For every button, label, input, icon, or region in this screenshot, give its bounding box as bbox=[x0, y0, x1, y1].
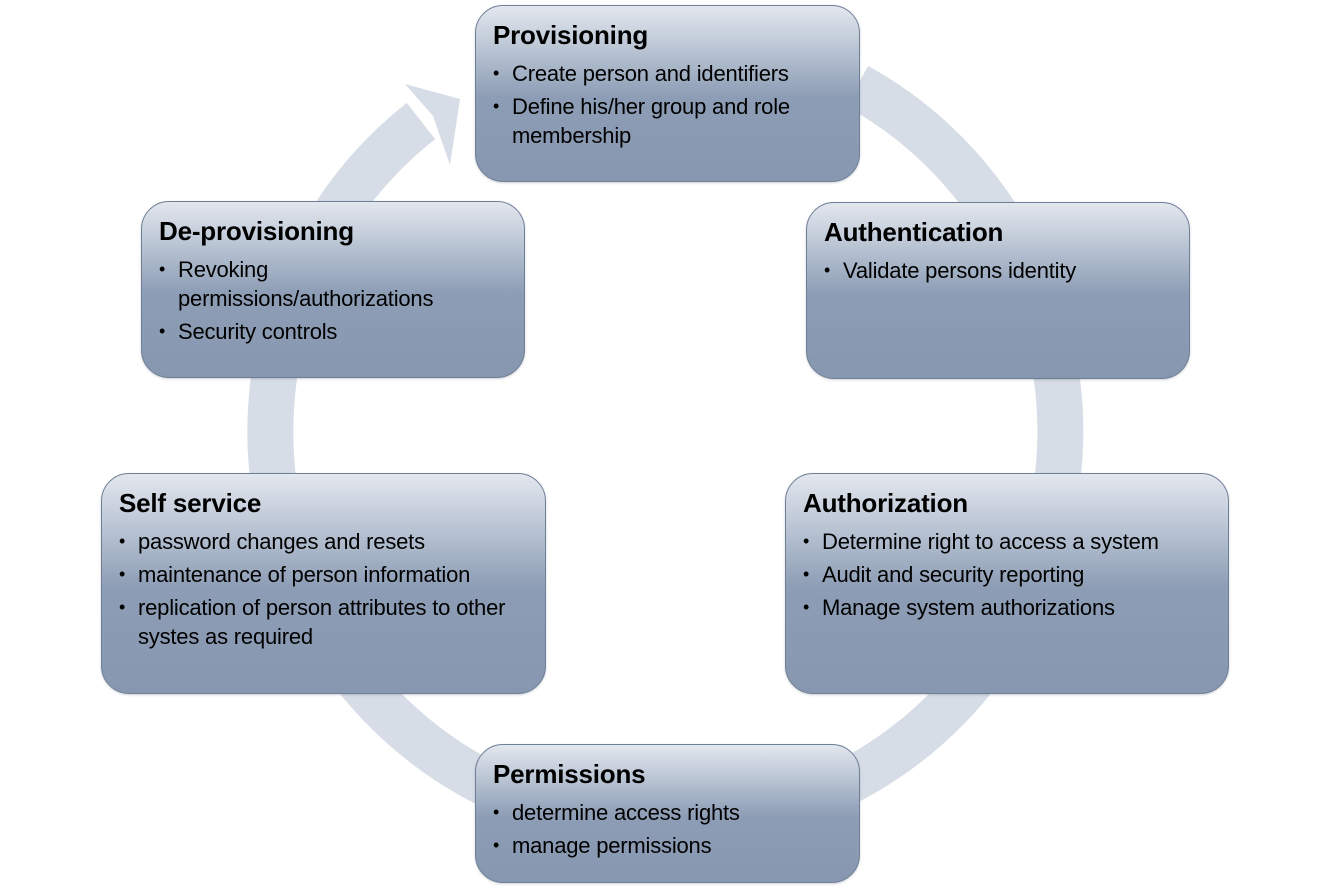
list-item: • Define his/her group and role membershi… bbox=[493, 92, 843, 150]
authentication-title: Authentication bbox=[824, 217, 1004, 247]
list-item: • Validate persons identity bbox=[824, 256, 1173, 285]
bullet-icon: • bbox=[493, 63, 500, 83]
authorization-box: Authorization • Determine right to access… bbox=[785, 473, 1229, 694]
list-item-text: Revoking permissions/authorizations bbox=[178, 257, 434, 311]
list-item-text: Determine right to access a system bbox=[822, 529, 1159, 554]
list-item: • maintenance of person information bbox=[119, 560, 529, 589]
provisioning-list: • Create person and identifiers • Define h… bbox=[493, 59, 843, 150]
bullet-icon: • bbox=[119, 597, 126, 617]
cycle-arc bbox=[247, 65, 1084, 850]
list-item-text: password changes and resets bbox=[138, 529, 425, 554]
self-service-list: • password changes and resets • maintenanc… bbox=[119, 527, 529, 651]
bullet-icon: • bbox=[803, 597, 810, 617]
bullet-icon: • bbox=[493, 835, 500, 855]
list-item: • password changes and resets bbox=[119, 527, 529, 556]
provisioning-title: Provisioning bbox=[493, 20, 649, 50]
self-service-title: Self service bbox=[119, 488, 262, 518]
authentication-box: Authentication • Validate persons identit… bbox=[806, 202, 1190, 379]
bullet-icon: • bbox=[159, 259, 166, 279]
list-item: • Revoking permissions/authorizations bbox=[159, 255, 508, 313]
list-item: • Create person and identifiers bbox=[493, 59, 843, 88]
authorization-list: • Determine right to access a system • Aud… bbox=[803, 527, 1212, 622]
list-item: • Security controls bbox=[159, 317, 508, 346]
bullet-icon: • bbox=[493, 802, 500, 822]
circular-arrow-icon bbox=[405, 84, 460, 165]
bullet-icon: • bbox=[803, 564, 810, 584]
list-item-text: manage permissions bbox=[512, 833, 712, 858]
list-item-text: replication of person attributes to othe… bbox=[138, 595, 506, 649]
list-item-text: Validate persons identity bbox=[843, 258, 1077, 283]
bullet-icon: • bbox=[119, 564, 126, 584]
permissions-list: • determine access rights • manage permiss… bbox=[493, 798, 843, 860]
bullet-icon: • bbox=[159, 321, 166, 341]
self-service-box: Self service • password changes and reset… bbox=[101, 473, 546, 694]
list-item-text: maintenance of person information bbox=[138, 562, 471, 587]
deprovisioning-list: • Revoking permissions/authorizations • Se… bbox=[159, 255, 508, 346]
list-item-text: Audit and security reporting bbox=[822, 562, 1085, 587]
list-item-text: determine access rights bbox=[512, 800, 740, 825]
authorization-title: Authorization bbox=[803, 488, 968, 518]
list-item: • determine access rights bbox=[493, 798, 843, 827]
list-item-text: Create person and identifiers bbox=[512, 61, 789, 86]
bullet-icon: • bbox=[119, 531, 126, 551]
list-item: • Audit and security reporting bbox=[803, 560, 1212, 589]
list-item-text: Security controls bbox=[178, 319, 338, 344]
list-item-text: Define his/her group and role membership bbox=[512, 94, 790, 148]
list-item: • Determine right to access a system bbox=[803, 527, 1212, 556]
list-item: • replication of person attributes to oth… bbox=[119, 593, 529, 651]
bullet-icon: • bbox=[803, 531, 810, 551]
bullet-icon: • bbox=[824, 260, 831, 280]
list-item: • Manage system authorizations bbox=[803, 593, 1212, 622]
list-item-text: Manage system authorizations bbox=[822, 595, 1115, 620]
list-item: • manage permissions bbox=[493, 831, 843, 860]
bullet-icon: • bbox=[493, 96, 500, 116]
deprovisioning-title: De-provisioning bbox=[159, 216, 354, 246]
deprovisioning-box: De-provisioning • Revoking permissions/au… bbox=[141, 201, 525, 378]
provisioning-box: Provisioning • Create person and identifi… bbox=[475, 5, 860, 182]
permissions-box: Permissions • determine access rights • ma… bbox=[475, 744, 860, 883]
authentication-list: • Validate persons identity bbox=[824, 256, 1173, 285]
permissions-title: Permissions bbox=[493, 759, 646, 789]
